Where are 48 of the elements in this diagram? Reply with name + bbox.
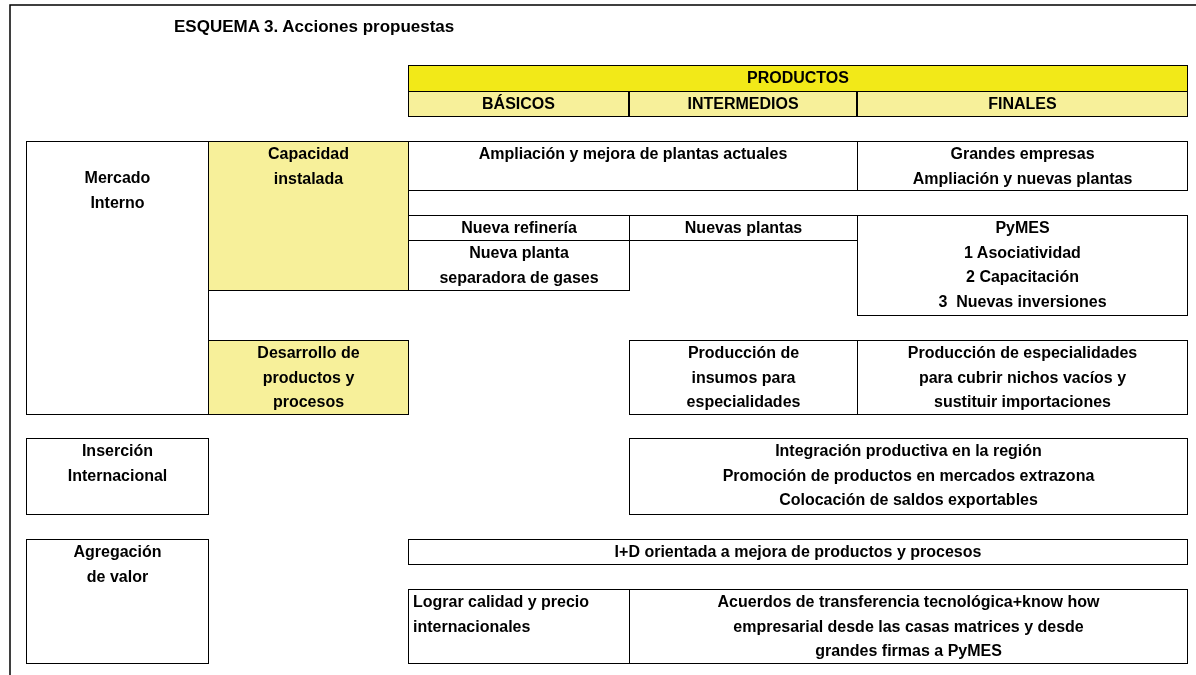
cell-text: Inserción Internacional [66,441,169,486]
action-box [629,215,858,241]
action-box [857,215,1188,316]
subcategory-box [208,340,409,415]
cell-text: Capacidad instalada [267,144,350,189]
cell-text: 2 Capacitación [965,267,1080,287]
cell-text: Producción de especialidades para cubrir nichos vacíos y sustituir importaciones [906,343,1139,412]
cell-text: Colocación de saldos exportables [778,490,1039,510]
cell-text: Nueva refinería [460,218,578,238]
action-box [408,539,1188,565]
cell-text: FINALES [987,94,1058,114]
cell-text: Grandes empresas [949,144,1096,164]
cell-text: 1 Asociatividad [963,242,1082,263]
cell-text: I+D orientada a mejora de productos y procesos [613,542,983,562]
cell-text: PyMES [994,218,1051,238]
action-box [629,589,1188,664]
cell-text: Lograr calidad y precio internacionales [413,592,591,637]
cell-text: BÁSICOS [481,93,556,114]
cell-text: Desarrollo de productos y procesos [256,343,361,412]
action-box [408,141,858,191]
cell-text: Integración productiva en la región [774,441,1043,461]
category-box [26,438,209,515]
cell-text: PRODUCTOS [746,68,850,88]
header-cell [408,65,1188,92]
column-header-cell [408,91,629,117]
diagram-title: ESQUEMA 3. Acciones propuestas [174,17,455,37]
cell-text: Ampliación y mejora de plantas actuales [477,144,789,164]
column-header-cell [857,91,1188,117]
category-box [26,141,209,415]
cell-text: Agregación de valor [72,542,163,587]
action-box [857,141,1188,191]
cell-text: INTERMEDIOS [686,94,800,114]
cell-text: Producción de insumos para especialidades [685,343,802,412]
cell-text: 3 Nuevas inversiones [937,291,1108,312]
cell-text: Acuerdos de transferencia tecnológica+know how empresarial desde las casas matrices y desde grandes firmas a PyMES [716,592,1101,661]
cell-text: Nueva planta separadora de gases [438,243,600,288]
action-box [408,240,630,291]
subcategory-box [208,141,409,291]
cell-text: Mercado Interno [83,168,152,213]
action-box [857,340,1188,415]
action-box [629,438,1188,515]
action-box [408,589,630,664]
column-header-cell [629,91,857,117]
action-box [629,340,858,415]
category-box [26,539,209,664]
cell-text: Nuevas plantas [683,218,804,238]
cell-text: Ampliación y nuevas plantas [911,168,1134,189]
cell-text: Promoción de productos en mercados extrazona [721,465,1096,486]
